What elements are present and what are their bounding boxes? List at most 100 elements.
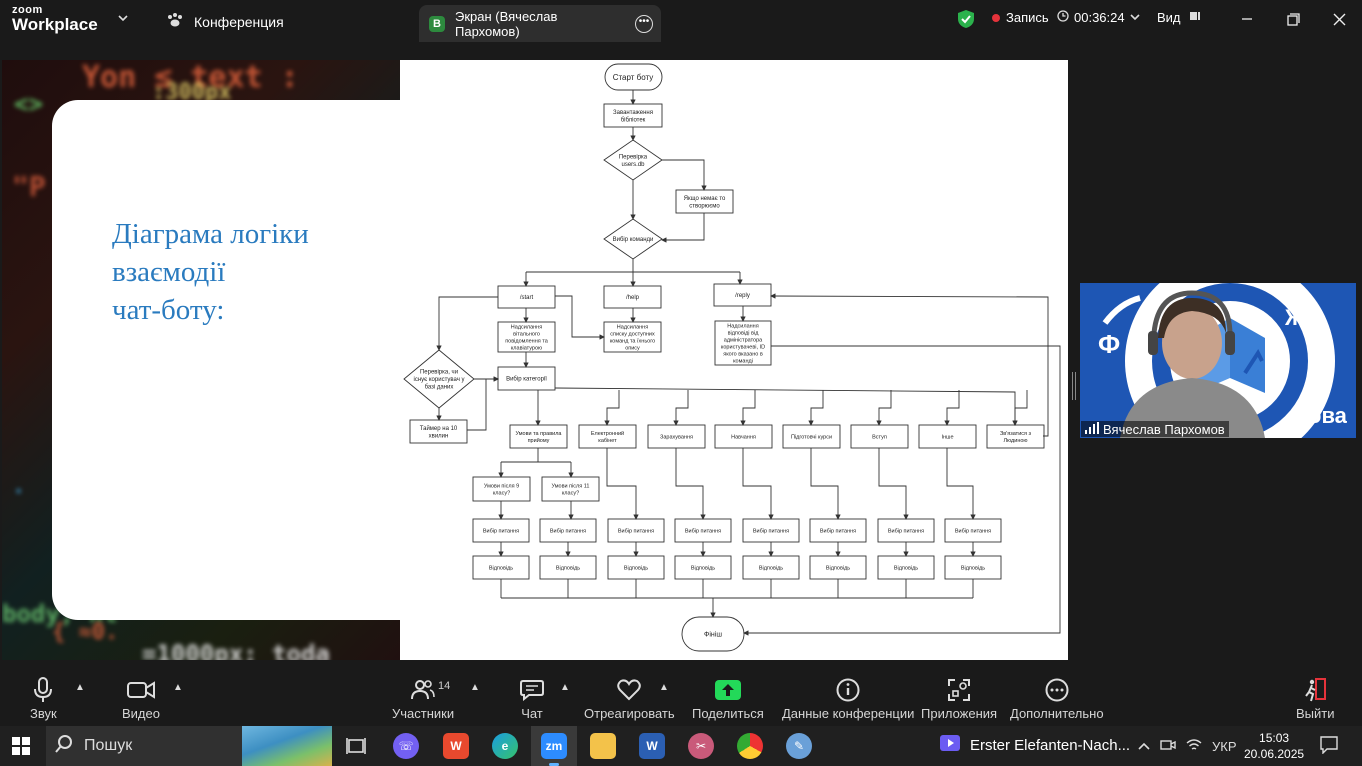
restore-icon[interactable] xyxy=(1280,8,1306,30)
answer-node-4-label: Відповідь xyxy=(759,565,783,571)
heart-icon xyxy=(617,676,642,704)
condition-9-node xyxy=(472,476,531,502)
share-screen-button[interactable]: Поделиться xyxy=(692,676,764,721)
network-icon[interactable] xyxy=(1186,738,1202,755)
media-title: Erster Elefanten-Nach... xyxy=(970,736,1131,754)
view-menu-button[interactable]: Вид xyxy=(1157,10,1201,25)
question-choice-node-4-label: Вибір питання xyxy=(753,528,789,534)
record-label: Запись xyxy=(1006,10,1049,25)
word-icon[interactable]: W xyxy=(639,733,665,759)
video-button[interactable]: Видео xyxy=(122,676,160,721)
zoom-app-icon[interactable]: zm xyxy=(541,733,567,759)
slide-title-card xyxy=(52,100,400,620)
answer-node-2-label: Відповідь xyxy=(624,565,648,571)
chevron-down-icon[interactable] xyxy=(118,12,128,26)
title-bar: zoom Workplace Конференция В Экран (Вяче… xyxy=(0,0,1362,42)
start-command-node-label: /start xyxy=(520,295,534,301)
taskbar-search[interactable]: Пошук xyxy=(46,726,332,766)
tab-screen-label: Экран (Вячеслав Пархомов) xyxy=(455,8,558,39)
record-dot-icon xyxy=(992,13,1000,22)
react-options-caret-icon[interactable]: ▲ xyxy=(659,682,669,693)
react-button[interactable]: Отреагировать xyxy=(584,676,675,721)
participant-name: Вячеслав Пархомов xyxy=(1103,421,1225,437)
category-node-6-label: Інше xyxy=(941,434,953,440)
language-indicator[interactable]: УКР xyxy=(1212,738,1237,754)
participant-video-frame: Ф Ж ова xyxy=(1080,283,1356,438)
close-icon[interactable] xyxy=(1326,8,1352,30)
audio-options-caret-icon[interactable]: ▲ xyxy=(75,682,85,693)
leave-label: Выйти xyxy=(1296,706,1335,721)
shield-icon[interactable] xyxy=(956,9,976,29)
participants-options-caret-icon[interactable]: ▲ xyxy=(470,682,480,693)
chrome-icon[interactable] xyxy=(737,733,763,759)
more-icon[interactable]: ••• xyxy=(635,14,653,33)
category-node-2-label: Зарахування xyxy=(660,434,693,440)
chat-icon xyxy=(520,676,544,704)
slide-title: Діаграма логіки взаємодії чат-боту: xyxy=(112,215,392,329)
chevron-up-icon[interactable] xyxy=(1138,739,1150,754)
answer-node-7-label: Відповідь xyxy=(961,565,985,571)
connector-line xyxy=(436,296,498,351)
tab-conference[interactable]: Конференция xyxy=(166,12,284,31)
system-clock[interactable]: 15:03 20.06.2025 xyxy=(1244,730,1304,762)
avatar: В xyxy=(429,15,445,32)
drag-handle[interactable] xyxy=(1072,372,1076,400)
audio-button[interactable]: Звук xyxy=(30,676,57,721)
chat-label: Чат xyxy=(521,706,543,721)
meeting-timer[interactable]: 00:36:24 xyxy=(1057,10,1140,25)
share-screen-icon xyxy=(714,676,741,704)
record-indicator[interactable]: Запись xyxy=(992,10,1049,25)
video-options-caret-icon[interactable]: ▲ xyxy=(173,682,183,693)
connector-line xyxy=(743,345,1061,636)
chat-options-caret-icon[interactable]: ▲ xyxy=(560,682,570,693)
apps-label: Приложения xyxy=(921,706,998,721)
participants-button[interactable]: Участники xyxy=(392,676,454,721)
category-node-4-label: Підготовчі курси xyxy=(791,434,832,440)
connector-line xyxy=(604,390,620,426)
answer-node-3-label: Відповідь xyxy=(691,565,715,571)
more-dots-icon xyxy=(1045,676,1069,704)
viber-icon[interactable]: ☏ xyxy=(393,733,419,759)
view-layout-icon xyxy=(1189,10,1201,25)
apps-button[interactable]: Приложения xyxy=(921,676,997,721)
connector-line xyxy=(808,390,824,426)
file-explorer-icon[interactable] xyxy=(590,733,616,759)
media-player-item[interactable]: Erster Elefanten-Nach... xyxy=(940,735,1130,755)
app-logo[interactable]: zoom Workplace xyxy=(12,5,98,34)
tab-screen-share[interactable]: В Экран (Вячеслав Пархомов) ••• xyxy=(419,5,661,42)
meeting-info-button[interactable]: Данные конференции xyxy=(782,676,914,721)
microphone-icon xyxy=(33,676,53,704)
share-label: Поделиться xyxy=(692,706,764,721)
chevron-down-icon xyxy=(1130,10,1140,25)
minimize-icon[interactable] xyxy=(1234,8,1260,30)
connector-line xyxy=(675,448,706,520)
question-choice-node-6-label: Вибір питання xyxy=(888,528,924,534)
search-highlight-image xyxy=(242,726,332,766)
play-media-icon xyxy=(940,735,960,755)
snipping-tool-icon[interactable]: ✂ xyxy=(688,733,714,759)
meet-now-icon[interactable] xyxy=(1160,738,1176,755)
question-choice-node-0-label: Вибір питання xyxy=(483,528,519,534)
more-button[interactable]: Дополнительно xyxy=(1010,676,1104,721)
connector-line xyxy=(740,390,756,426)
notification-icon[interactable] xyxy=(1320,736,1338,759)
windows-start-icon[interactable] xyxy=(12,737,30,760)
task-view-icon[interactable] xyxy=(346,737,366,760)
wps-office-icon[interactable]: W xyxy=(443,733,469,759)
connector-line xyxy=(770,293,1049,437)
participant-video[interactable]: Ф Ж ова xyxy=(1080,283,1356,438)
leave-button[interactable]: Выйти xyxy=(1296,676,1335,721)
more-label: Дополнительно xyxy=(1010,706,1104,721)
paint-icon[interactable]: ✎ xyxy=(786,733,812,759)
apps-icon xyxy=(947,676,971,704)
edge-icon[interactable]: e xyxy=(492,733,518,759)
chat-button[interactable]: Чат xyxy=(520,676,544,721)
